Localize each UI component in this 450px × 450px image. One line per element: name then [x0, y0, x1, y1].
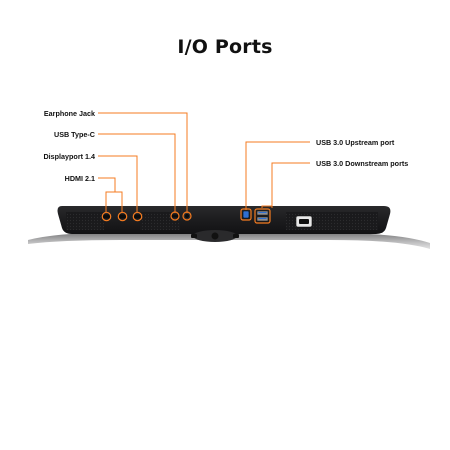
monitor-stand-base	[28, 232, 430, 249]
label-earphone-jack: Earphone Jack	[43, 109, 95, 118]
port-markers	[101, 208, 271, 224]
callout-line-usb-downstream	[271, 162, 310, 206]
port-power-ac	[295, 215, 313, 228]
port-usb-upstream	[242, 210, 250, 219]
callout-line-earphone	[98, 112, 188, 213]
control-joystick	[211, 232, 219, 240]
vent-grille-left	[66, 212, 104, 230]
control-button-right	[233, 234, 239, 238]
port-usb-type-c	[170, 213, 180, 219]
label-hdmi: HDMI 2.1	[64, 174, 95, 183]
label-usb-type-c: USB Type-C	[54, 130, 95, 139]
callout-line-displayport	[98, 155, 138, 213]
diagram-title: I/O Ports	[177, 36, 273, 58]
callout-line-usb-type-c	[98, 133, 176, 213]
port-usb-downstream	[256, 210, 269, 222]
callout-line-usb-downstream-split	[261, 205, 273, 208]
label-displayport: Displayport 1.4	[43, 152, 95, 161]
port-earphone-jack	[184, 213, 190, 219]
label-usb-upstream: USB 3.0 Upstream port	[316, 138, 395, 147]
callout-line-hdmi	[98, 177, 116, 192]
control-button-left	[191, 234, 197, 238]
vent-grille-center-left	[140, 212, 180, 230]
label-usb-downstream: USB 3.0 Downstream ports	[316, 159, 409, 168]
vent-grille-right	[286, 212, 346, 230]
callout-line-usb-upstream	[245, 141, 310, 210]
callout-lines	[98, 112, 310, 213]
vent-grille-far-right	[346, 212, 378, 230]
callout-line-hdmi-split	[105, 191, 123, 213]
